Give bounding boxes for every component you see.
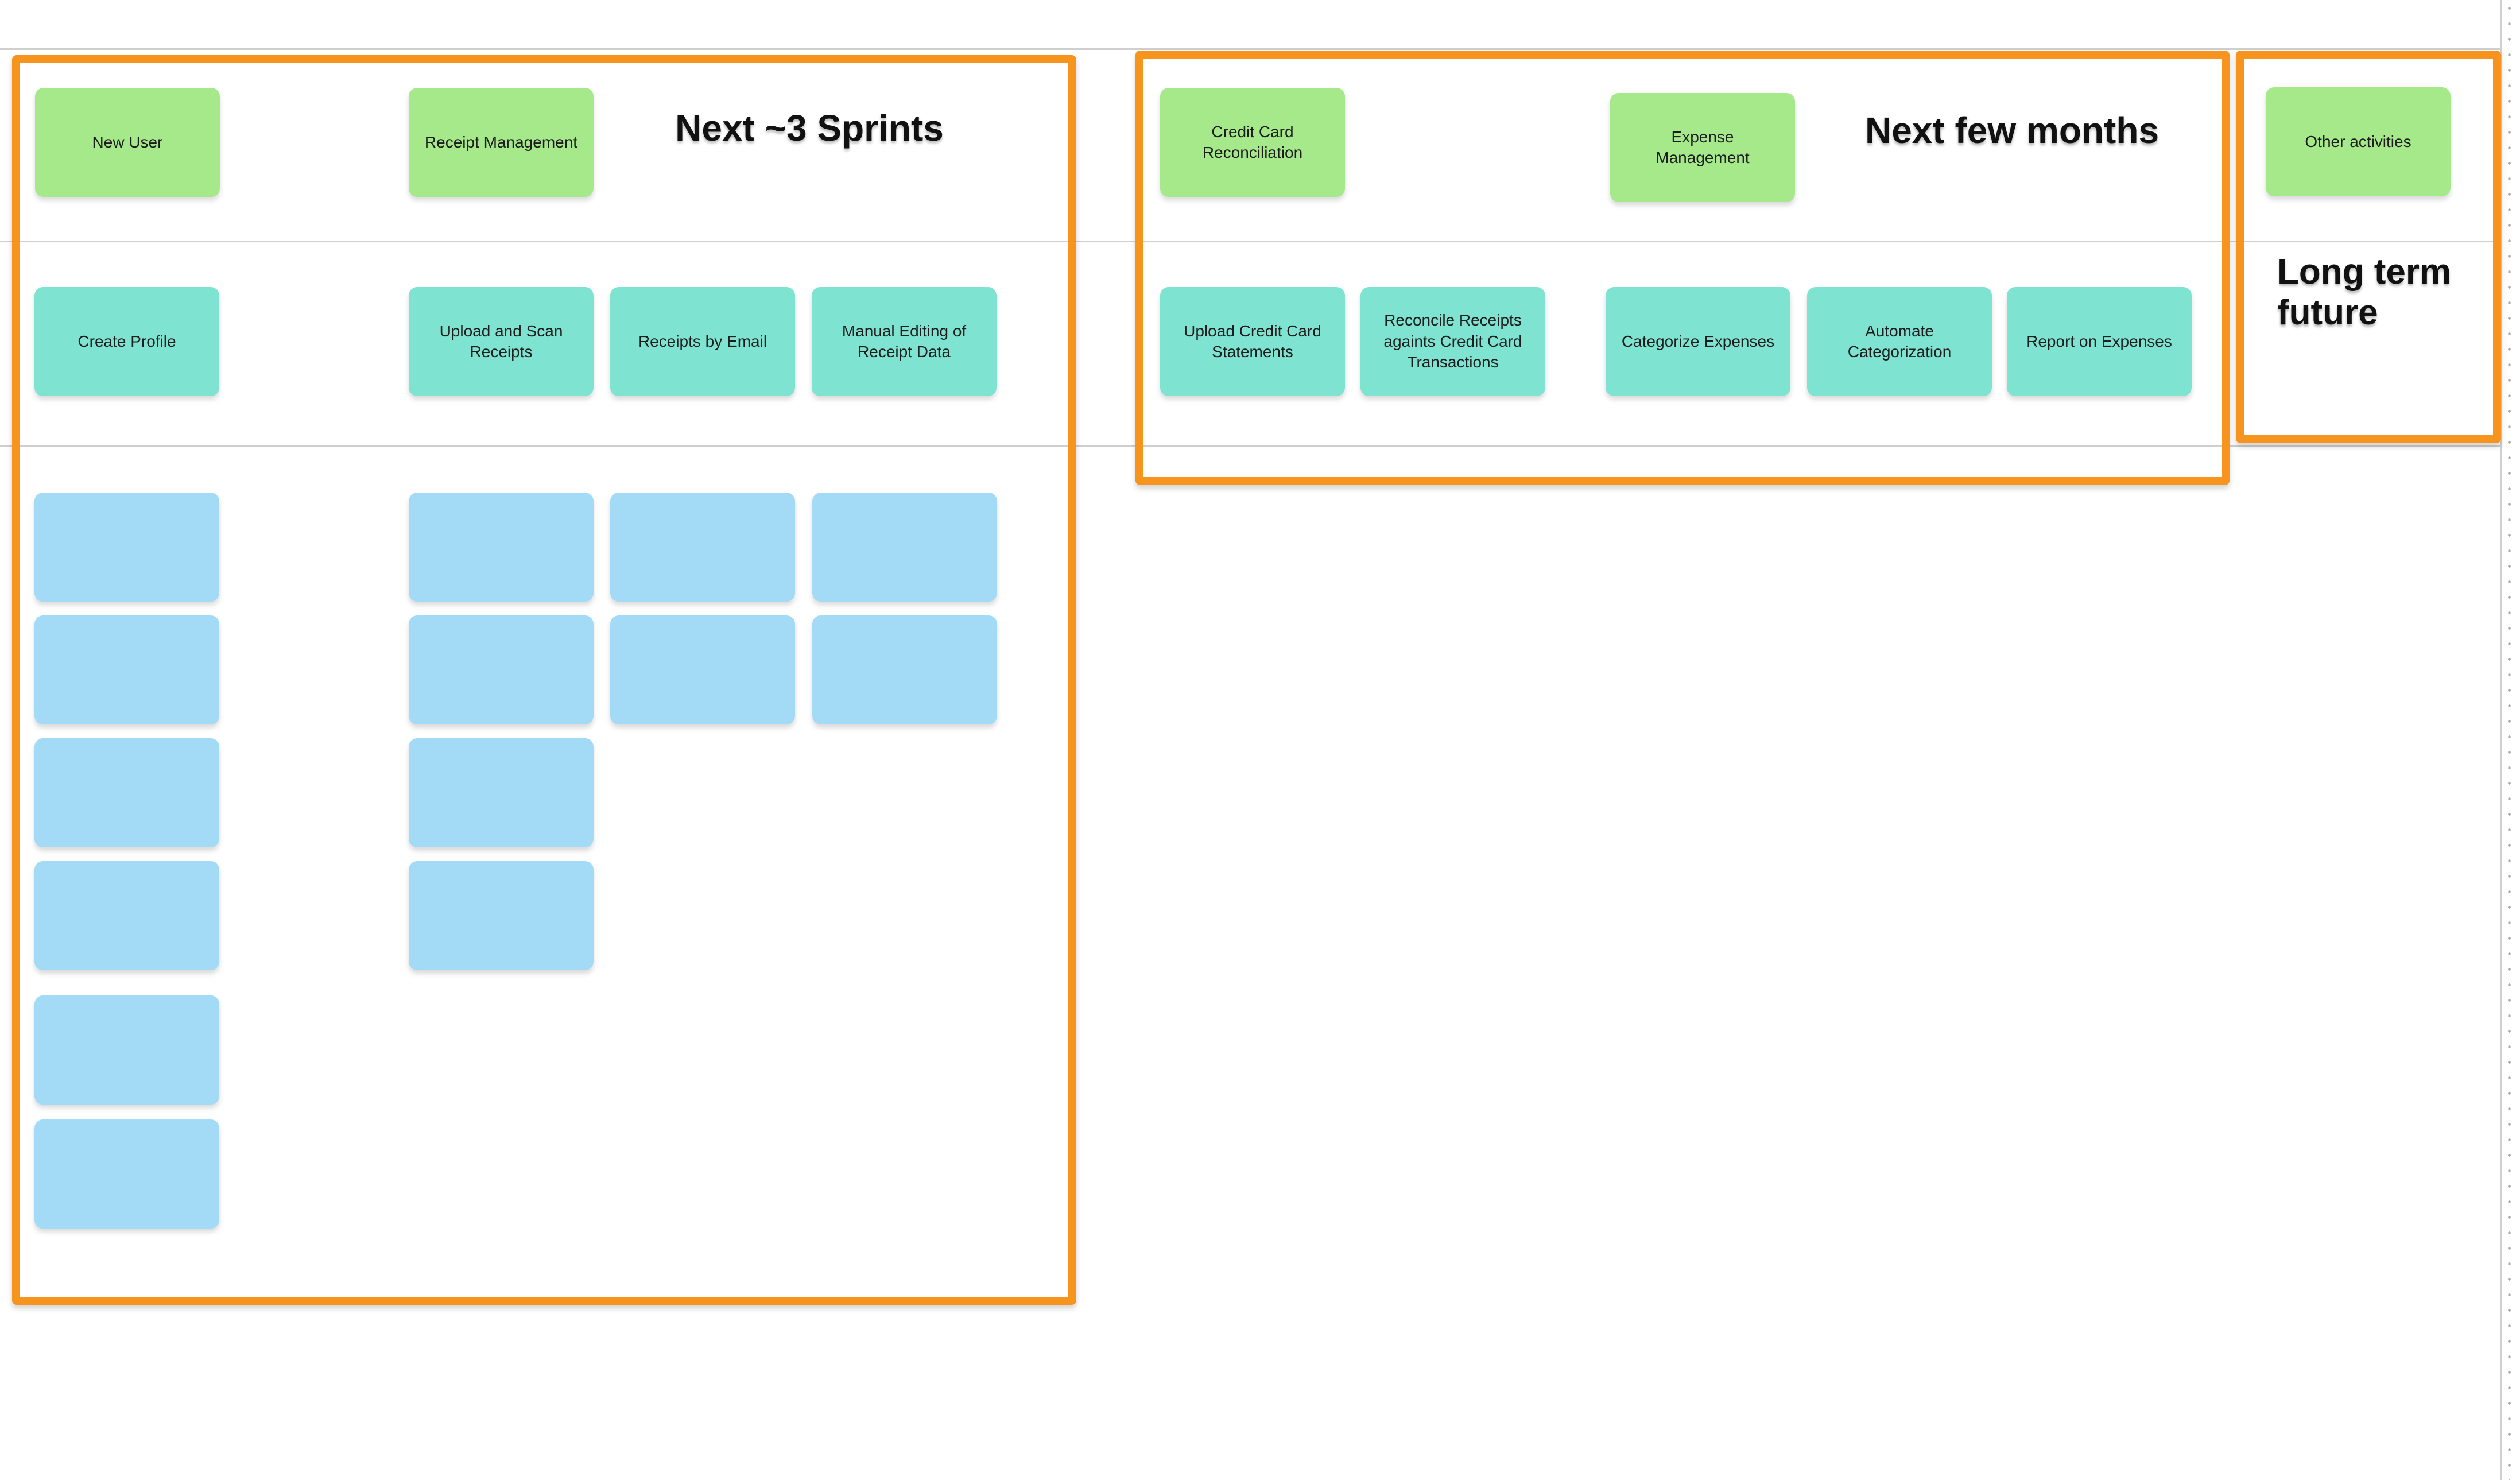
sticky-note-manual-editing-of-receipt-data[interactable]: Manual Editing of Receipt Data [812, 287, 997, 396]
grid-horizontal-line-3 [0, 445, 2500, 447]
sticky-note-blank[interactable] [812, 615, 997, 724]
grid-horizontal-line-1 [0, 48, 2500, 50]
frame-next-3-sprints[interactable] [12, 55, 1076, 1305]
long-term-future-title[interactable]: Long term future [2277, 252, 2452, 333]
sticky-note-blank[interactable] [409, 493, 594, 602]
sticky-note-automate-categorization[interactable]: Automate Categorization [1807, 287, 1992, 396]
sticky-note-new-user[interactable]: New User [35, 88, 220, 197]
sticky-note-upload-credit-card-statements[interactable]: Upload Credit Card Statements [1160, 287, 1345, 396]
sticky-note-expense-management[interactable]: Expense Management [1610, 93, 1795, 202]
sticky-note-blank[interactable] [34, 493, 219, 602]
sticky-note-create-profile[interactable]: Create Profile [34, 287, 219, 396]
sticky-note-receipt-management[interactable]: Receipt Management [409, 88, 594, 197]
sticky-note-blank[interactable] [409, 861, 594, 970]
sticky-note-credit-card-reconciliation[interactable]: Credit Card Reconciliation [1160, 88, 1345, 197]
sticky-note-other-activities[interactable]: Other activities [2266, 87, 2451, 196]
grid-vertical-line [2500, 0, 2502, 1480]
sticky-note-categorize-expenses[interactable]: Categorize Expenses [1606, 287, 1790, 396]
sticky-note-blank[interactable] [34, 861, 219, 970]
sticky-note-blank[interactable] [409, 738, 594, 847]
sticky-note-blank[interactable] [409, 615, 594, 724]
next-few-months-title[interactable]: Next few months [1864, 110, 2160, 152]
frame-next-few-months[interactable] [1135, 51, 2230, 485]
sticky-note-blank[interactable] [34, 738, 219, 847]
frame-long-term-future[interactable] [2236, 51, 2501, 443]
sticky-note-blank[interactable] [610, 493, 795, 602]
sticky-note-blank[interactable] [610, 615, 795, 724]
sticky-note-blank[interactable] [812, 493, 997, 602]
grid-horizontal-line-2 [0, 241, 2500, 242]
sticky-note-upload-and-scan-receipts[interactable]: Upload and Scan Receipts [409, 287, 594, 396]
sticky-note-receipts-by-email[interactable]: Receipts by Email [610, 287, 795, 396]
dot-grid-strip [2501, 0, 2520, 1480]
next-3-sprints-title[interactable]: Next ~3 Sprints [675, 107, 944, 149]
sticky-note-report-on-expenses[interactable]: Report on Expenses [2007, 287, 2192, 396]
sticky-note-blank[interactable] [34, 1119, 219, 1229]
sticky-note-blank[interactable] [34, 995, 219, 1105]
sticky-note-blank[interactable] [34, 615, 219, 724]
sticky-note-reconcile-receipts-againts-credit-card-transactions[interactable]: Reconcile Receipts againts Credit Card T… [1360, 287, 1545, 396]
